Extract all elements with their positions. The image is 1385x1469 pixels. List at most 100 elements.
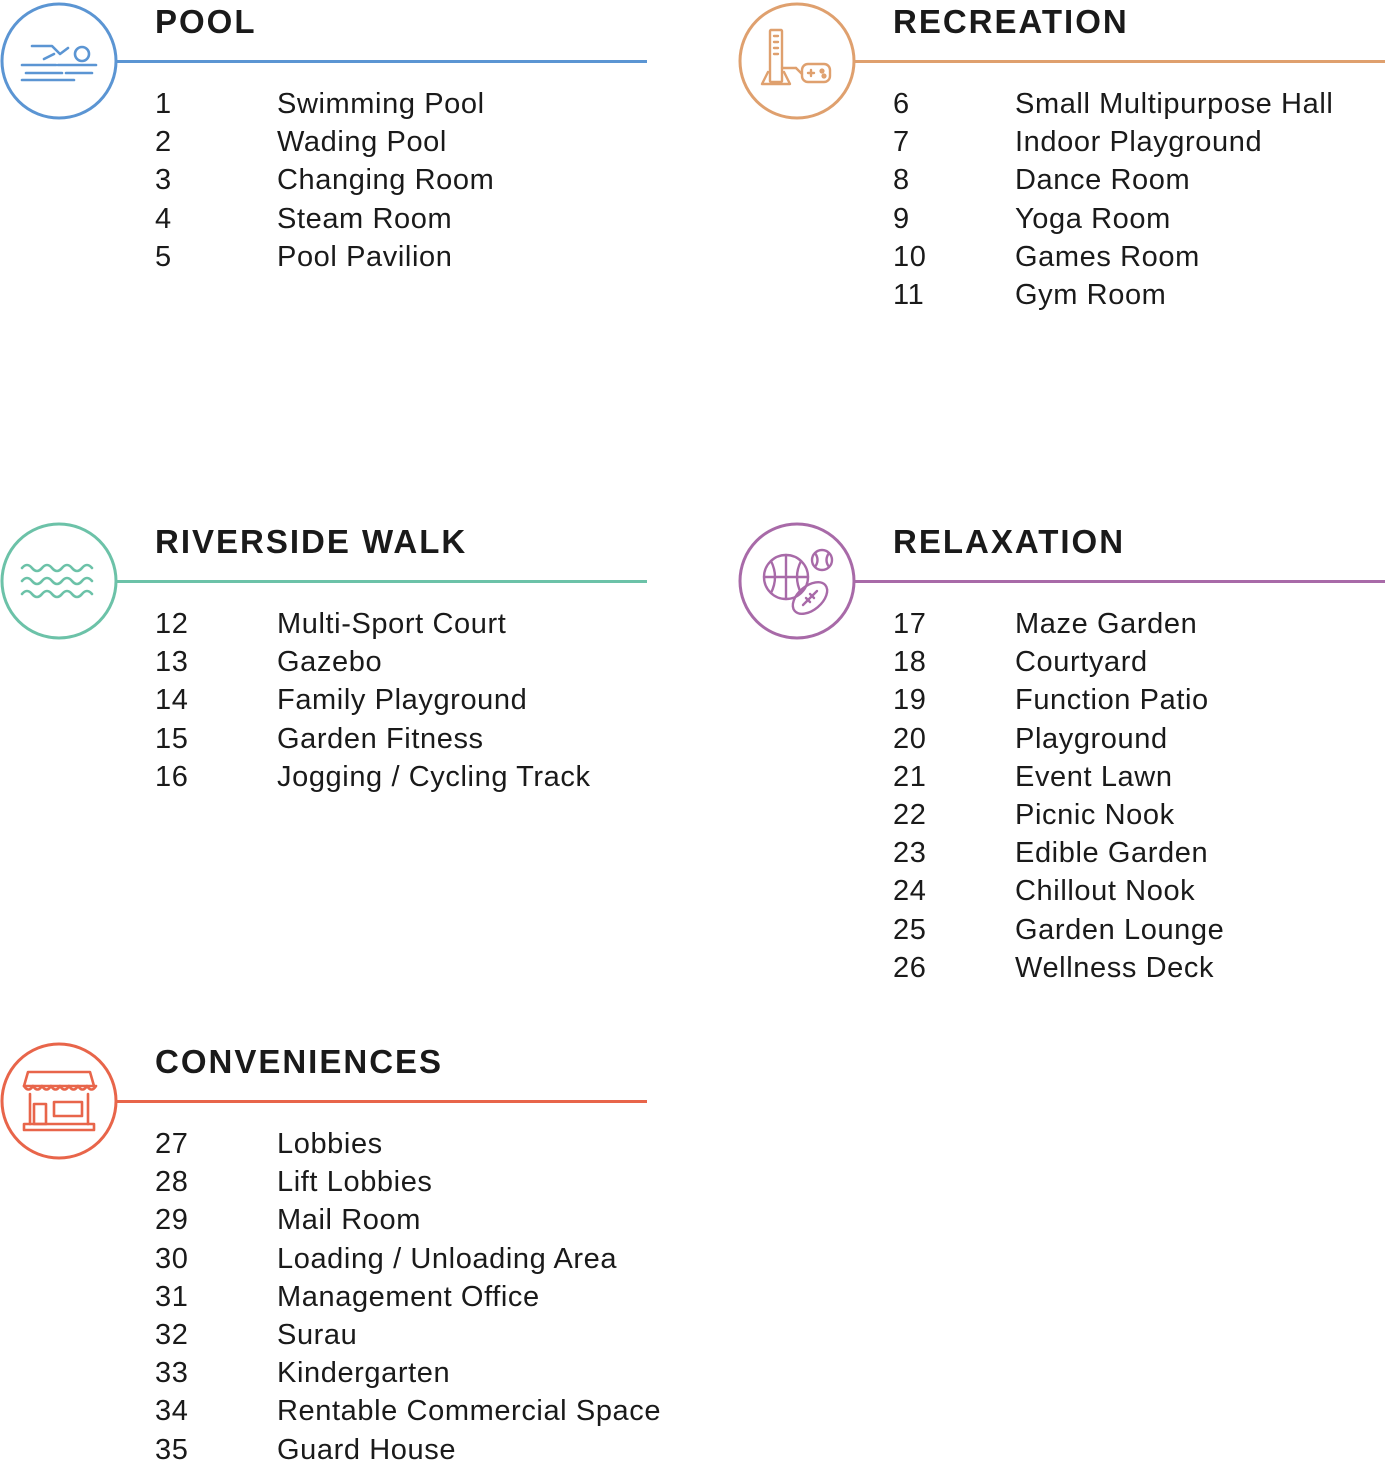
item-number: 35 (155, 1433, 189, 1466)
item-number: 29 (155, 1204, 189, 1237)
item-label: Family Playground (277, 684, 528, 717)
divider (116, 60, 647, 63)
swimmer-icon (0, 2, 118, 120)
list-item: 3 Changing Room (155, 161, 494, 199)
item-number: 31 (155, 1280, 189, 1313)
item-number: 11 (893, 278, 925, 311)
item-number: 20 (893, 722, 927, 755)
list-item: 34 Rentable Commercial Space (155, 1392, 661, 1430)
item-number: 16 (155, 760, 189, 793)
list-item: 25 Garden Lounge (893, 911, 1224, 949)
item-number: 23 (893, 837, 927, 870)
list-item: 31 Management Office (155, 1278, 661, 1316)
item-label: Lift Lobbies (277, 1166, 433, 1199)
item-number: 18 (893, 646, 927, 679)
list-item: 22 Picnic Nook (893, 796, 1224, 834)
item-number: 24 (893, 875, 927, 908)
section-title: CONVENIENCES (155, 1043, 444, 1080)
item-number: 1 (155, 88, 172, 120)
item-label: Loading / Unloading Area (277, 1242, 618, 1275)
item-number: 3 (155, 164, 172, 197)
storefront-icon (0, 1042, 118, 1160)
item-label: Small Multipurpose Hall (1015, 88, 1334, 120)
item-label: Lobbies (277, 1128, 383, 1160)
item-label: Garden Fitness (277, 722, 484, 755)
section-title: POOL (155, 3, 257, 40)
list-item: 14 Family Playground (155, 681, 591, 719)
item-label: Indoor Playground (1015, 126, 1263, 159)
item-label: Swimming Pool (277, 88, 485, 120)
item-number: 8 (893, 164, 910, 197)
item-number: 34 (155, 1395, 189, 1428)
item-label: Jogging / Cycling Track (277, 760, 591, 793)
list-item: 7 Indoor Playground (893, 123, 1333, 161)
item-label: Multi-Sport Court (277, 608, 507, 640)
waves-icon (0, 522, 118, 640)
item-label: Guard House (277, 1433, 457, 1466)
item-number: 19 (893, 684, 927, 717)
list-item: 35 Guard House (155, 1431, 661, 1469)
list-item: 18 Courtyard (893, 643, 1224, 681)
list-item: 29 Mail Room (155, 1201, 661, 1239)
item-number: 21 (893, 760, 927, 793)
item-number: 2 (155, 126, 172, 159)
list-item: 21 Event Lawn (893, 758, 1224, 796)
list-item: 13 Gazebo (155, 643, 591, 681)
item-label: Edible Garden (1015, 837, 1209, 870)
amenity-list: 1 Swimming Pool 2 Wading Pool 3 Changing Room… (155, 85, 494, 276)
item-label: Rentable Commercial Space (277, 1395, 662, 1428)
item-label: Chillout Nook (1015, 875, 1196, 908)
item-number: 9 (893, 202, 910, 235)
item-number: 5 (155, 240, 172, 273)
list-item: 5 Pool Pavilion (155, 238, 494, 276)
item-label: Mail Room (277, 1204, 421, 1237)
item-label: Steam Room (277, 202, 453, 235)
item-label: Event Lawn (1015, 760, 1173, 793)
item-number: 32 (155, 1318, 189, 1351)
list-item: 10 Games Room (893, 238, 1333, 276)
item-label: Kindergarten (277, 1357, 451, 1390)
item-label: Games Room (1015, 240, 1200, 273)
list-item: 2 Wading Pool (155, 123, 494, 161)
list-item: 20 Playground (893, 720, 1224, 758)
item-number: 13 (155, 646, 189, 679)
item-label: Function Patio (1015, 684, 1209, 717)
item-number: 12 (155, 608, 189, 640)
item-label: Playground (1015, 722, 1168, 755)
list-item: 1 Swimming Pool (155, 85, 494, 123)
item-label: Wading Pool (277, 126, 447, 159)
item-label: Pool Pavilion (277, 240, 453, 273)
item-number: 27 (155, 1128, 189, 1160)
list-item: 12 Multi-Sport Court (155, 605, 591, 643)
item-number: 28 (155, 1166, 189, 1199)
section-title: RELAXATION (893, 523, 1126, 560)
item-label: Wellness Deck (1015, 951, 1215, 984)
item-label: Garden Lounge (1015, 913, 1225, 946)
item-number: 22 (893, 798, 927, 831)
list-item: 27 Lobbies (155, 1125, 661, 1163)
item-label: Changing Room (277, 164, 495, 197)
list-item: 16 Jogging / Cycling Track (155, 758, 591, 796)
item-label: Picnic Nook (1015, 798, 1175, 831)
item-number: 25 (893, 913, 927, 946)
item-number: 10 (893, 240, 927, 273)
game-controller-icon (738, 2, 856, 120)
item-label: Courtyard (1015, 646, 1148, 679)
item-label: Management Office (277, 1280, 540, 1313)
divider (116, 580, 647, 583)
item-number: 14 (155, 684, 189, 717)
section-title: RIVERSIDE WALK (155, 523, 468, 560)
item-label: Gazebo (277, 646, 383, 679)
item-number: 7 (893, 126, 910, 159)
